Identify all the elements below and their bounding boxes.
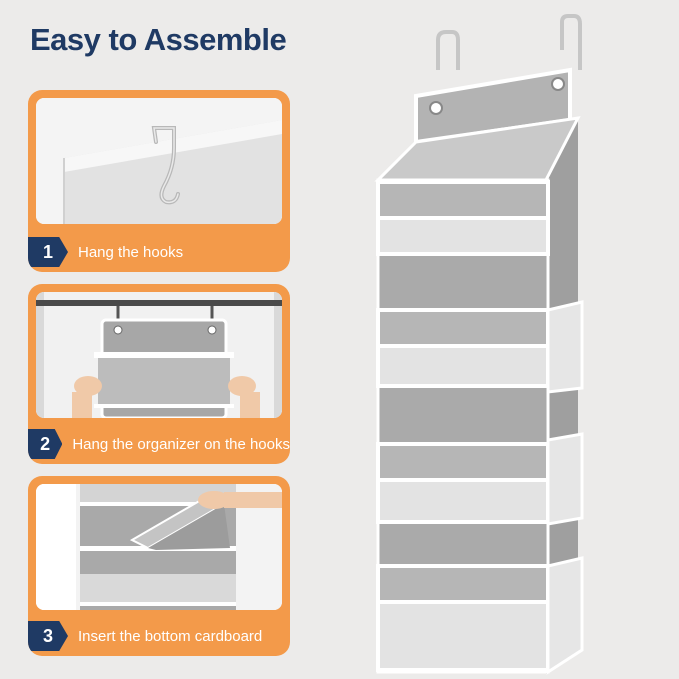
step-2-photo <box>36 292 282 418</box>
step-2-panel: 2 Hang the organizer on the hooks <box>28 284 290 464</box>
step-1-photo <box>36 98 282 224</box>
page-title: Easy to Assemble <box>30 22 287 57</box>
step-3-caption-bar: 3 Insert the bottom cardboard <box>28 616 290 656</box>
step-2-label: Hang the organizer on the hooks <box>72 435 290 453</box>
step-2-caption-bar: 2 Hang the organizer on the hooks <box>28 424 290 464</box>
step-1-number-badge: 1 <box>28 237 68 267</box>
step-3-panel: 3 Insert the bottom cardboard <box>28 476 290 656</box>
step-1-label: Hang the hooks <box>78 243 184 261</box>
organizer-product-image <box>374 14 584 675</box>
step-2-number-badge: 2 <box>28 429 63 459</box>
step-1-caption-bar: 1 Hang the hooks <box>28 232 290 272</box>
step-3-number-badge: 3 <box>28 621 68 651</box>
step-3-photo <box>36 484 282 610</box>
step-3-label: Insert the bottom cardboard <box>78 627 263 645</box>
step-1-panel: 1 Hang the hooks <box>28 90 290 272</box>
